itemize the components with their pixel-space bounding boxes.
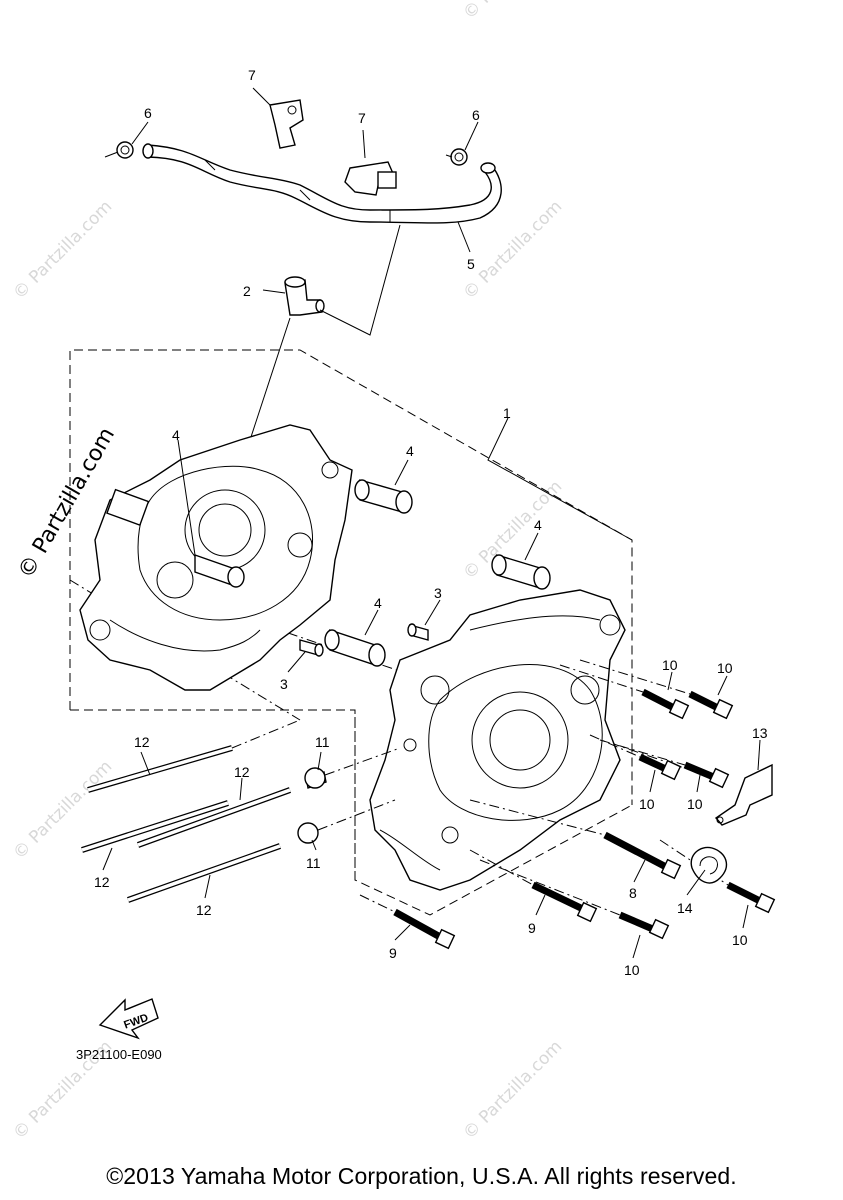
callout-number: 12 [234,764,250,780]
diagram-code: 3P21100-E090 [76,1047,162,1062]
callout-number: 10 [662,657,678,673]
clamp-14 [690,846,728,884]
watermark-text: © Partzilla.com [459,1037,566,1144]
bolts-9 [393,881,598,950]
watermark-text: © Partzilla.com [9,757,116,864]
callout-number: 12 [196,902,212,918]
bolts-10 [618,688,776,940]
hose-clip-left [104,141,134,159]
callout-number: 11 [306,855,321,871]
dowel-pin-3-right [407,623,429,641]
parts-diagram: © Partzilla.com © Partzilla.com © Partzi… [9,0,776,1144]
hose-holder-middle [344,161,397,196]
callout-number: 9 [528,920,536,936]
callout-number: 13 [752,725,768,741]
left-crankcase [79,424,353,691]
callout-number: 12 [94,874,110,890]
stud-bolts [81,745,292,903]
callout-number: 10 [717,660,733,676]
callout-number: 11 [315,734,330,750]
leader-lines [102,87,761,959]
watermark-text: © Partzilla.com [9,197,116,304]
callout-number: 6 [144,105,152,121]
bushing-4-right [491,554,551,590]
callout-number: 10 [687,796,703,812]
callout-number: 12 [134,734,150,750]
bolt-8 [603,831,682,880]
callout-number: 4 [172,427,180,443]
sleeve-11-lower [297,822,319,844]
callout-number: 9 [389,945,397,961]
callout-number: 7 [248,67,256,83]
bracket-13 [714,763,773,826]
bushing-4-left [194,554,245,588]
breather-joint [284,276,325,316]
callout-number: 14 [677,900,693,916]
callout-number: 8 [629,885,637,901]
callout-number: 10 [639,796,655,812]
callout-number: 7 [358,110,366,126]
callout-number: 3 [434,585,442,601]
breather-hose [142,143,502,224]
forward-arrow-icon: FWD [98,998,159,1040]
sleeve-11-upper [304,767,327,789]
callout-number: 2 [243,283,251,299]
watermark-text: © Partzilla.com [459,0,566,24]
callout-number: 4 [534,517,542,533]
copyright-notice: ©2013 Yamaha Motor Corporation, U.S.A. A… [106,1163,737,1189]
callout-number: 5 [467,256,475,272]
hose-clip-right [445,148,468,166]
bushing-4-center [324,629,386,667]
callout-number: 3 [280,676,288,692]
right-crankcase [369,589,626,891]
callout-number: 4 [374,595,382,611]
callout-number: 10 [732,932,748,948]
callout-number: 1 [503,405,511,421]
dowel-pin-3-left [299,639,324,657]
bushing-4-top [354,479,413,514]
callout-number: 6 [472,107,480,123]
callout-numbers: 1 2 3 3 4 4 4 4 5 6 6 7 7 8 9 9 10 10 10… [94,67,768,978]
callout-number: 4 [406,443,414,459]
hose-holder-top [269,99,304,149]
callout-number: 10 [624,962,640,978]
